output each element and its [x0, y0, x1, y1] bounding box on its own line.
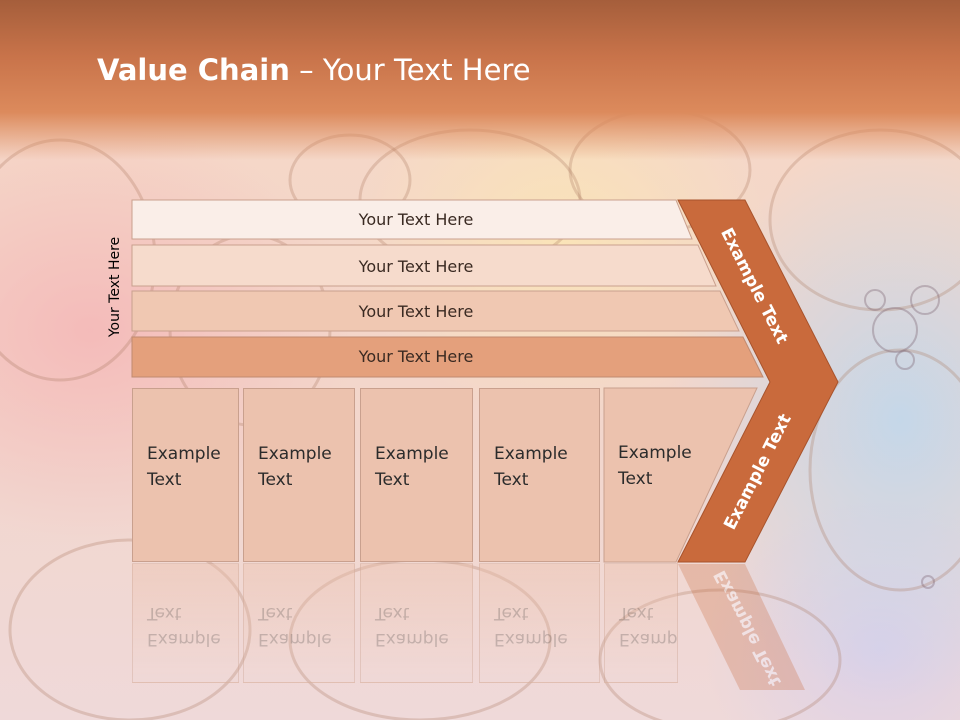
reflection-3-text: Example Text [375, 600, 472, 652]
box-5-shape [603, 387, 758, 563]
box-reflection-2: Example Text [243, 563, 355, 683]
row-bar-3: Your Text Here [131, 290, 740, 332]
row-bar-2: Your Text Here [131, 244, 717, 287]
box-reflection-3: Example Text [360, 563, 473, 683]
box-3-line1: Example [375, 444, 449, 464]
box-2-line2: Text [258, 470, 293, 490]
reflection-5-line1: Example [619, 629, 678, 649]
title-separator: – [289, 53, 323, 87]
row-label-2: Your Text Here [358, 257, 474, 276]
box-reflection-1: Example Text [132, 563, 239, 683]
row-label-3: Your Text Here [358, 302, 474, 321]
box-1-line2: Text [147, 470, 182, 490]
box-1-line1: Example [147, 444, 221, 464]
reflection-1-text: Example Text [147, 600, 238, 652]
box-reflection-5: Example Text [604, 563, 678, 683]
chevron-reflection: Example Text [678, 564, 805, 690]
reflection-1-line1: Example [147, 629, 221, 649]
title-bar [0, 0, 960, 160]
box-5-line1: Example [618, 443, 692, 463]
box-5-line2: Text [618, 469, 653, 489]
reflection-4-line1: Example [494, 629, 568, 649]
reflection-2-text: Example Text [258, 600, 354, 652]
row-bar-4: Your Text Here [131, 336, 764, 378]
box-4-line1: Example [494, 444, 568, 464]
slide-title: Value Chain – Your Text Here [97, 53, 531, 87]
reflection-4-text: Example Text [494, 600, 594, 652]
reflection-1-line2: Text [147, 603, 182, 623]
reflection-5-text: Example Text [619, 600, 678, 652]
reflection-5-line2: Text [619, 603, 654, 623]
row-label-4: Your Text Here [358, 347, 474, 366]
row-label-1: Your Text Here [358, 210, 474, 229]
title-bold: Value Chain [97, 53, 290, 87]
row-bar-1: Your Text Here [131, 199, 693, 240]
reflection-4-line2: Text [494, 603, 529, 623]
box-2-line1: Example [258, 444, 332, 464]
title-rest: Your Text Here [322, 53, 531, 87]
box-4-line2: Text [494, 470, 529, 490]
reflection-2-line2: Text [258, 603, 293, 623]
reflection-2-line1: Example [258, 629, 332, 649]
box-reflection-4: Example Text [479, 563, 600, 683]
box-3-line2: Text [375, 470, 410, 490]
reflection-3-line1: Example [375, 629, 449, 649]
reflection-3-line2: Text [375, 603, 410, 623]
